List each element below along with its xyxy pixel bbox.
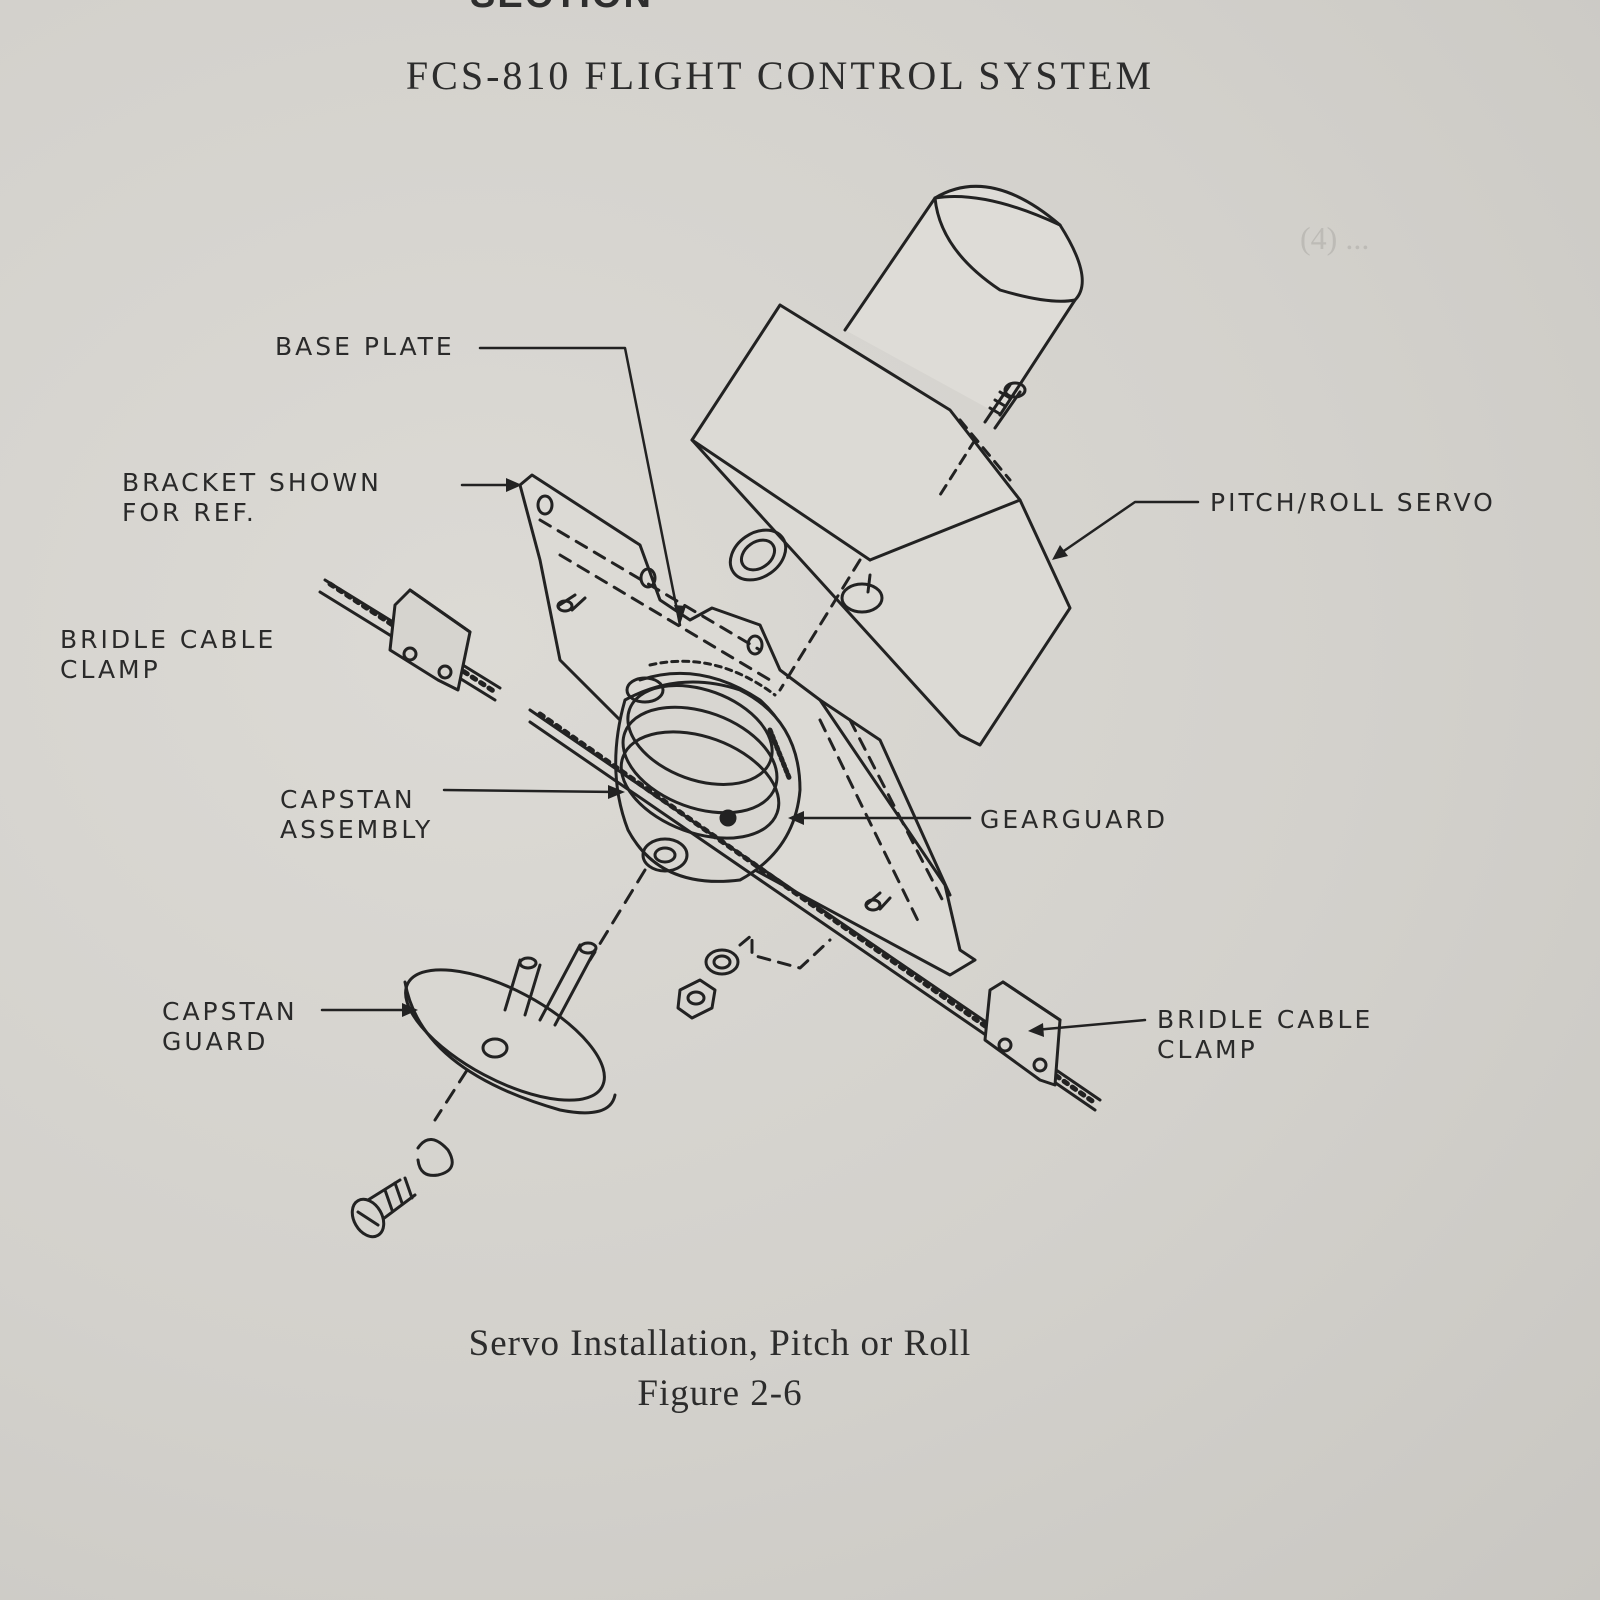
- label-pitch-roll-servo: PITCH/ROLL SERVO: [1210, 488, 1496, 517]
- label-bridle-cable-clamp-left: BRIDLE CABLE CLAMP: [60, 625, 276, 685]
- capstan-assembly: [614, 676, 802, 883]
- leader-arrowheads: [402, 478, 1068, 1037]
- bridle-cable-clamp-left: [388, 588, 472, 692]
- label-base-plate: BASE PLATE: [275, 332, 455, 361]
- label-capstan-guard: CAPSTAN GUARD: [162, 997, 298, 1057]
- page-title: FCS-810 FLIGHT CONTROL SYSTEM: [405, 53, 1155, 98]
- label-capstan-assembly-line2: ASSEMBLY: [280, 815, 434, 844]
- label-capstan-assembly-line1: CAPSTAN: [280, 785, 416, 814]
- label-bridle-right-line1: BRIDLE CABLE: [1157, 1005, 1374, 1034]
- servo-mount-screw: [938, 381, 1027, 497]
- figure-caption-number: Figure 2-6: [637, 1373, 803, 1414]
- servo-motor-cylinder: [843, 184, 1084, 417]
- label-gearguard: GEARGUARD: [980, 805, 1169, 834]
- bleed-through-text: (4) ...: [1300, 220, 1370, 256]
- label-capstan-guard-line2: GUARD: [162, 1027, 269, 1056]
- pitch-roll-servo-body: [690, 303, 1072, 747]
- nut-and-washer: [676, 933, 832, 1020]
- label-bracket-line1: BRACKET SHOWN: [122, 468, 382, 497]
- bridle-cable-clamp-right: [983, 980, 1062, 1087]
- cut-section-header: SECTION: [470, 0, 653, 17]
- label-capstan-assembly: CAPSTAN ASSEMBLY: [280, 785, 433, 845]
- figure-caption-title: Servo Installation, Pitch or Roll: [468, 1323, 972, 1364]
- capstan-guard: [403, 941, 617, 1115]
- label-bridle-left-line2: CLAMP: [60, 655, 161, 684]
- label-bridle-right-line2: CLAMP: [1157, 1035, 1258, 1064]
- label-capstan-guard-line1: CAPSTAN: [162, 997, 298, 1026]
- label-bridle-cable-clamp-right: BRIDLE CABLE CLAMP: [1157, 1005, 1373, 1065]
- label-bracket-line2: FOR REF.: [122, 498, 257, 527]
- leader-lines: [320, 346, 1200, 1032]
- capstan-guard-screw: [350, 1138, 454, 1239]
- label-bridle-left-line1: BRIDLE CABLE: [60, 625, 277, 654]
- label-bracket: BRACKET SHOWN FOR REF.: [122, 468, 382, 528]
